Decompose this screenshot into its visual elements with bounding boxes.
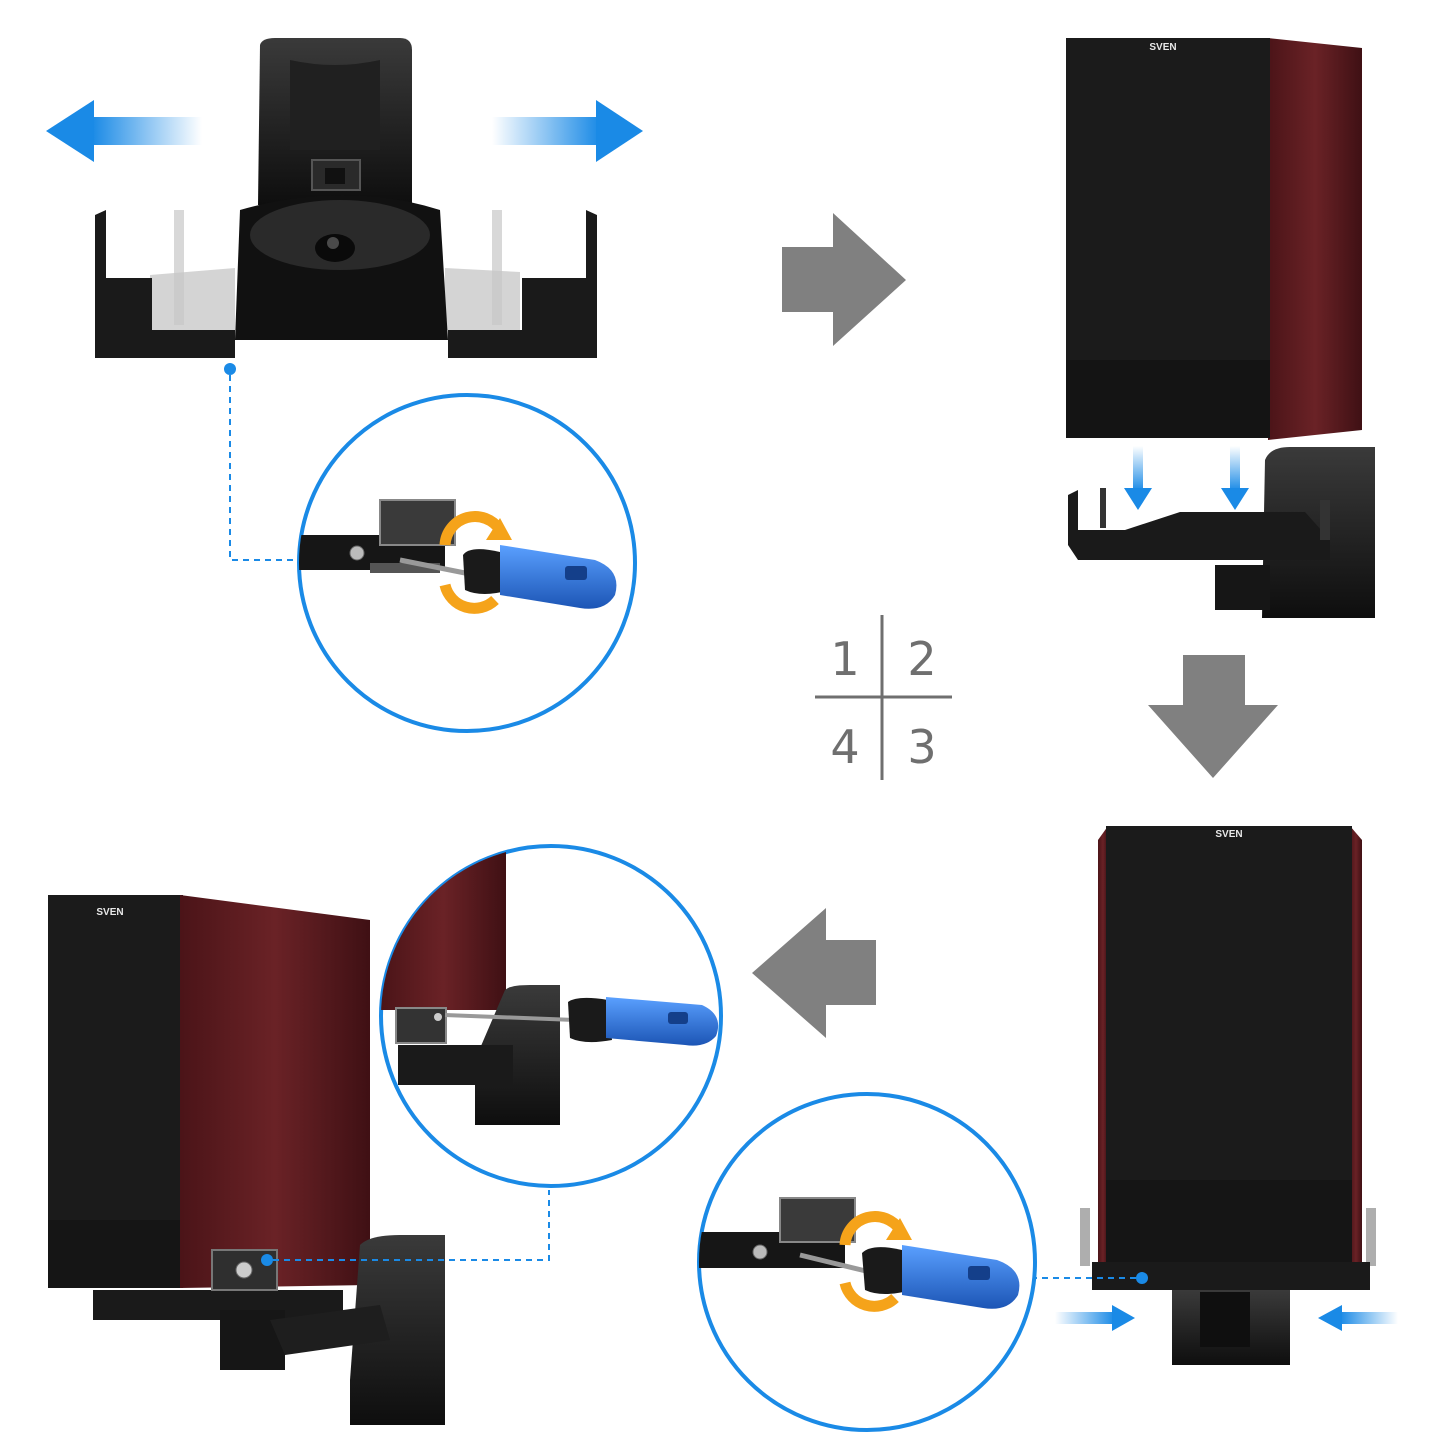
step3-callout-line [1036,1272,1148,1284]
step4-callout-line [273,1190,550,1261]
step2-speaker: SVEN [1066,38,1362,440]
expand-arrows-icon [46,100,643,162]
step-number-1: 1 [830,632,859,686]
step-number-3: 3 [907,720,936,774]
down-arrows-icon [1124,446,1249,510]
arrow-down-icon [1148,655,1278,778]
rotate-icon [839,1211,912,1312]
step-number-4: 4 [830,720,859,774]
step-number-2: 2 [907,632,936,686]
screwdriver-icon [399,545,617,609]
step2-bracket [1068,447,1375,618]
step1-callout-line [224,363,300,561]
screwdriver-icon [444,997,719,1046]
arrow-right-icon [782,213,906,346]
step1-bracket [95,38,597,358]
brand-logo-text: SVEN [1215,829,1242,840]
brand-logo-text: SVEN [96,907,123,918]
screwdriver-icon [799,1245,1020,1309]
rotate-icon [439,511,512,614]
brand-logo-text: SVEN [1149,42,1176,53]
arrow-left-icon [752,908,876,1038]
step3-speaker: SVEN [1098,826,1362,1262]
step4-bracket [93,1235,445,1425]
step-order-grid: 1 2 4 3 [815,615,952,780]
step4-speaker: SVEN [48,895,370,1288]
press-arrows-icon [1055,1305,1398,1331]
